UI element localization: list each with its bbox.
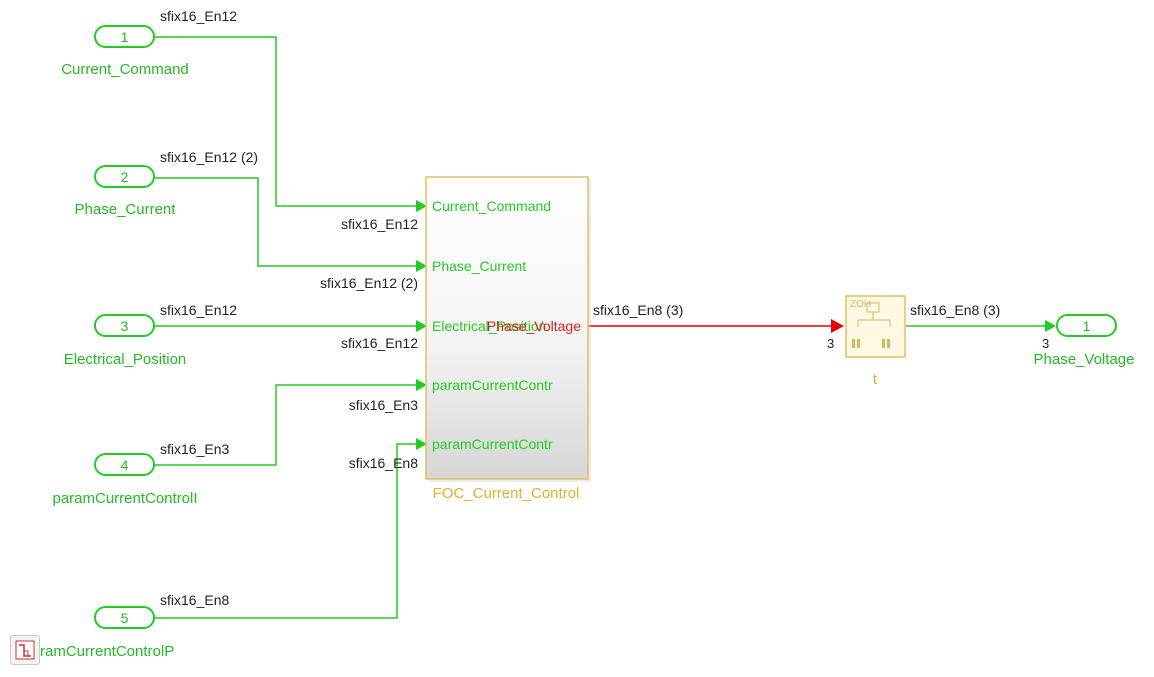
signal-label: sfix16_En12 (2) (160, 149, 258, 165)
subsystem-input-label: paramCurrentContr (432, 436, 553, 452)
arrowheads (416, 200, 1056, 450)
outport-number: 1 (1083, 318, 1091, 334)
signal-line-4[interactable] (154, 384, 416, 466)
inport-5[interactable]: 5 (94, 606, 155, 629)
zoh-rate-transition-block[interactable]: ZOH (845, 295, 906, 358)
inport-number: 1 (121, 29, 129, 45)
inport-1[interactable]: 1 (94, 25, 155, 48)
inport-name: ramCurrentControlP (40, 643, 174, 660)
signal-label: sfix16_En12 (160, 8, 237, 24)
signal-dimension-label: 3 (1042, 336, 1049, 351)
foc-current-control-subsystem[interactable]: Current_Command Phase_Current Electrical… (425, 176, 591, 482)
outport-1[interactable]: 1 (1056, 314, 1117, 337)
inport-number: 5 (121, 610, 129, 626)
inport-name: Current_Command (61, 61, 189, 78)
step-signal-icon (15, 640, 35, 660)
signal-line-5[interactable] (154, 443, 416, 619)
signal-label: sfix16_En8 (3) (593, 302, 683, 318)
arrowhead (416, 379, 427, 391)
signal-label: sfix16_En12 (341, 335, 418, 351)
inport-number: 3 (121, 318, 129, 334)
signal-line-1[interactable] (154, 36, 416, 207)
signal-status-icon[interactable] (10, 635, 40, 665)
signal-label: sfix16_En8 (349, 455, 418, 471)
zoh-bar-icons (852, 339, 890, 348)
inport-3[interactable]: 3 (94, 314, 155, 337)
signal-label: sfix16_En3 (349, 397, 418, 413)
signal-label: sfix16_En3 (160, 441, 229, 457)
arrowhead (416, 320, 427, 332)
inport-number: 4 (121, 457, 129, 473)
signal-label: sfix16_En12 (341, 216, 418, 232)
signal-label: sfix16_En12 (2) (320, 275, 418, 291)
inport-name: Phase_Current (75, 201, 177, 218)
subsystem-input-label: Electrical_Position (432, 318, 546, 334)
arrowhead-red (831, 319, 844, 333)
signal-label: sfix16_En8 (3) (910, 302, 1000, 318)
arrowhead (416, 200, 427, 212)
inport-4[interactable]: 4 (94, 453, 155, 476)
arrowhead (416, 438, 427, 450)
signal-label: sfix16_En8 (160, 592, 229, 608)
signal-lines (154, 36, 1048, 619)
signal-dimension-label: 3 (827, 336, 834, 351)
zoh-staircase-icon (857, 302, 891, 327)
inport-name: paramCurrentControlI (52, 490, 197, 507)
arrowhead (416, 260, 427, 272)
subsystem-input-label: paramCurrentContr (432, 377, 553, 393)
subsystem-output-label: Phase_Voltage (487, 318, 581, 334)
inport-2[interactable]: 2 (94, 165, 155, 188)
subsystem-input-label: Phase_Current (432, 258, 526, 274)
signal-label: sfix16_En12 (160, 302, 237, 318)
arrowhead (1045, 320, 1056, 332)
signal-line-2[interactable] (154, 177, 416, 267)
zoh-icon-text: ZOH (850, 299, 871, 310)
outport-name: Phase_Voltage (1034, 351, 1135, 368)
subsystem-input-label: Current_Command (432, 198, 551, 214)
inport-number: 2 (121, 169, 129, 185)
subsystem-name: FOC_Current_Control (433, 485, 580, 502)
zoh-block-name: t (873, 371, 878, 388)
inport-name: Electrical_Position (64, 351, 187, 368)
